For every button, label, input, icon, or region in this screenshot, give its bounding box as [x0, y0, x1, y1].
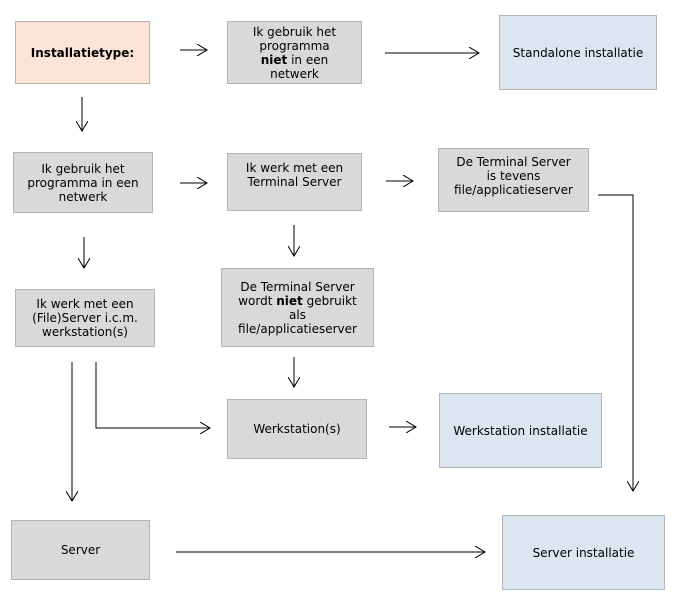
server-label: Server [60, 543, 101, 557]
arrow-tevens-to-server-installatie [598, 194, 633, 491]
werkstations-box: Werkstation(s) [227, 399, 367, 459]
niet-netwerk-box: Ik gebruik het programma niet in een net… [227, 21, 362, 84]
standalone-label: Standalone installatie [512, 45, 644, 60]
in-netwerk-box: Ik gebruik het programma in een netwerk [13, 152, 153, 213]
terminal-tevens-box: De Terminal Server is tevens file/applic… [438, 148, 589, 212]
fileserver-label: Ik werk met een (File)Server i.c.m. werk… [32, 297, 138, 339]
terminal-niet-label: De Terminal Server wordt niet gebruikt a… [234, 280, 361, 336]
terminal-niet-bold: niet [276, 293, 303, 308]
terminal-server-box: Ik werk met een Terminal Server [227, 153, 362, 211]
fileserver-box: Ik werk met een (File)Server i.c.m. werk… [15, 289, 155, 347]
terminal-niet-box: De Terminal Server wordt niet gebruikt a… [221, 268, 374, 347]
niet-netwerk-pre: Ik gebruik het programma [252, 24, 337, 53]
terminal-server-label: Ik werk met een Terminal Server [245, 161, 344, 189]
werkstations-label: Werkstation(s) [253, 422, 341, 436]
niet-netwerk-post: in een netwerk [270, 52, 329, 81]
standalone-box: Standalone installatie [499, 15, 657, 90]
server-installatie-label: Server installatie [532, 545, 635, 560]
installatietype-box: Installatietype: [15, 21, 150, 84]
terminal-niet-pre: De Terminal Server wordt [238, 279, 355, 308]
werkstation-installatie-box: Werkstation installatie [439, 393, 602, 468]
server-box: Server [11, 520, 150, 580]
in-netwerk-label: Ik gebruik het programma in een netwerk [27, 161, 139, 204]
terminal-tevens-label: De Terminal Server is tevens file/applic… [454, 155, 573, 197]
server-installatie-box: Server installatie [502, 515, 665, 590]
niet-netwerk-bold: niet [260, 52, 288, 67]
terminal-niet-post: gebruikt als file/applicatieserver [238, 293, 357, 336]
werkstation-installatie-label: Werkstation installatie [453, 423, 588, 438]
arrow-fileserver-to-werkstations [95, 362, 210, 428]
niet-netwerk-label: Ik gebruik het programma niet in een net… [246, 25, 343, 81]
installatietype-label: Installatietype: [30, 45, 135, 60]
